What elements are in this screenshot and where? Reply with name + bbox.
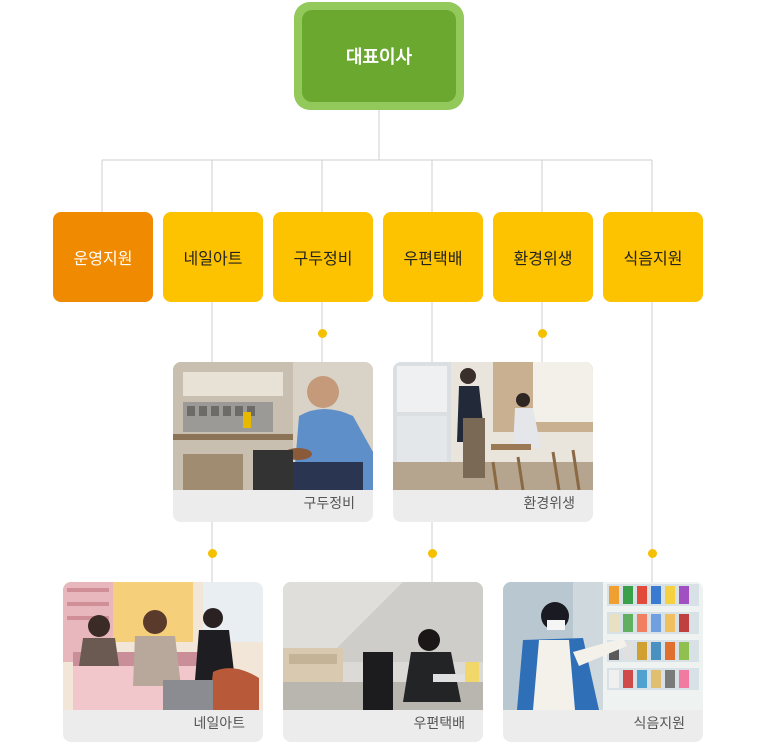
sanitation-photo <box>393 362 593 490</box>
root-node-ceo: 대표이사 <box>294 2 464 110</box>
photo-card-nail-art: 네일아트 <box>63 582 263 742</box>
photo-caption: 네일아트 <box>193 716 245 732</box>
photo-card-postal-delivery: 우편택배 <box>283 582 483 742</box>
photo-card-sanitation: 환경위생 <box>393 362 593 522</box>
dept-label: 구두정비 <box>293 249 353 268</box>
dept-node-sanitation: 환경위생 <box>493 212 593 302</box>
food-support-photo <box>503 582 703 710</box>
connector-dot <box>647 548 657 558</box>
connector-dot <box>317 328 327 338</box>
photo-card-food-support: 식음지원 <box>503 582 703 742</box>
photo-caption: 환경위생 <box>523 496 575 512</box>
dept-label: 우편택배 <box>403 249 463 268</box>
dept-node-nail-art: 네일아트 <box>163 212 263 302</box>
photo-caption: 식음지원 <box>633 716 685 732</box>
postal-delivery-photo <box>283 582 483 710</box>
dept-label: 운영지원 <box>73 249 133 268</box>
dept-node-food-support: 식음지원 <box>603 212 703 302</box>
connector-dot <box>537 328 547 338</box>
photo-caption: 구두정비 <box>303 496 355 512</box>
dept-node-postal-delivery: 우편택배 <box>383 212 483 302</box>
dept-label: 네일아트 <box>183 249 243 268</box>
connector-dot <box>207 548 217 558</box>
shoe-repair-photo <box>173 362 373 490</box>
root-node-label: 대표이사 <box>302 10 456 102</box>
dept-node-operations-support: 운영지원 <box>53 212 153 302</box>
nail-art-photo <box>63 582 263 710</box>
photo-caption: 우편택배 <box>413 716 465 732</box>
dept-label: 환경위생 <box>513 249 573 268</box>
dept-node-shoe-repair: 구두정비 <box>273 212 373 302</box>
dept-label: 식음지원 <box>623 249 683 268</box>
connector-dot <box>427 548 437 558</box>
photo-card-shoe-repair: 구두정비 <box>173 362 373 522</box>
